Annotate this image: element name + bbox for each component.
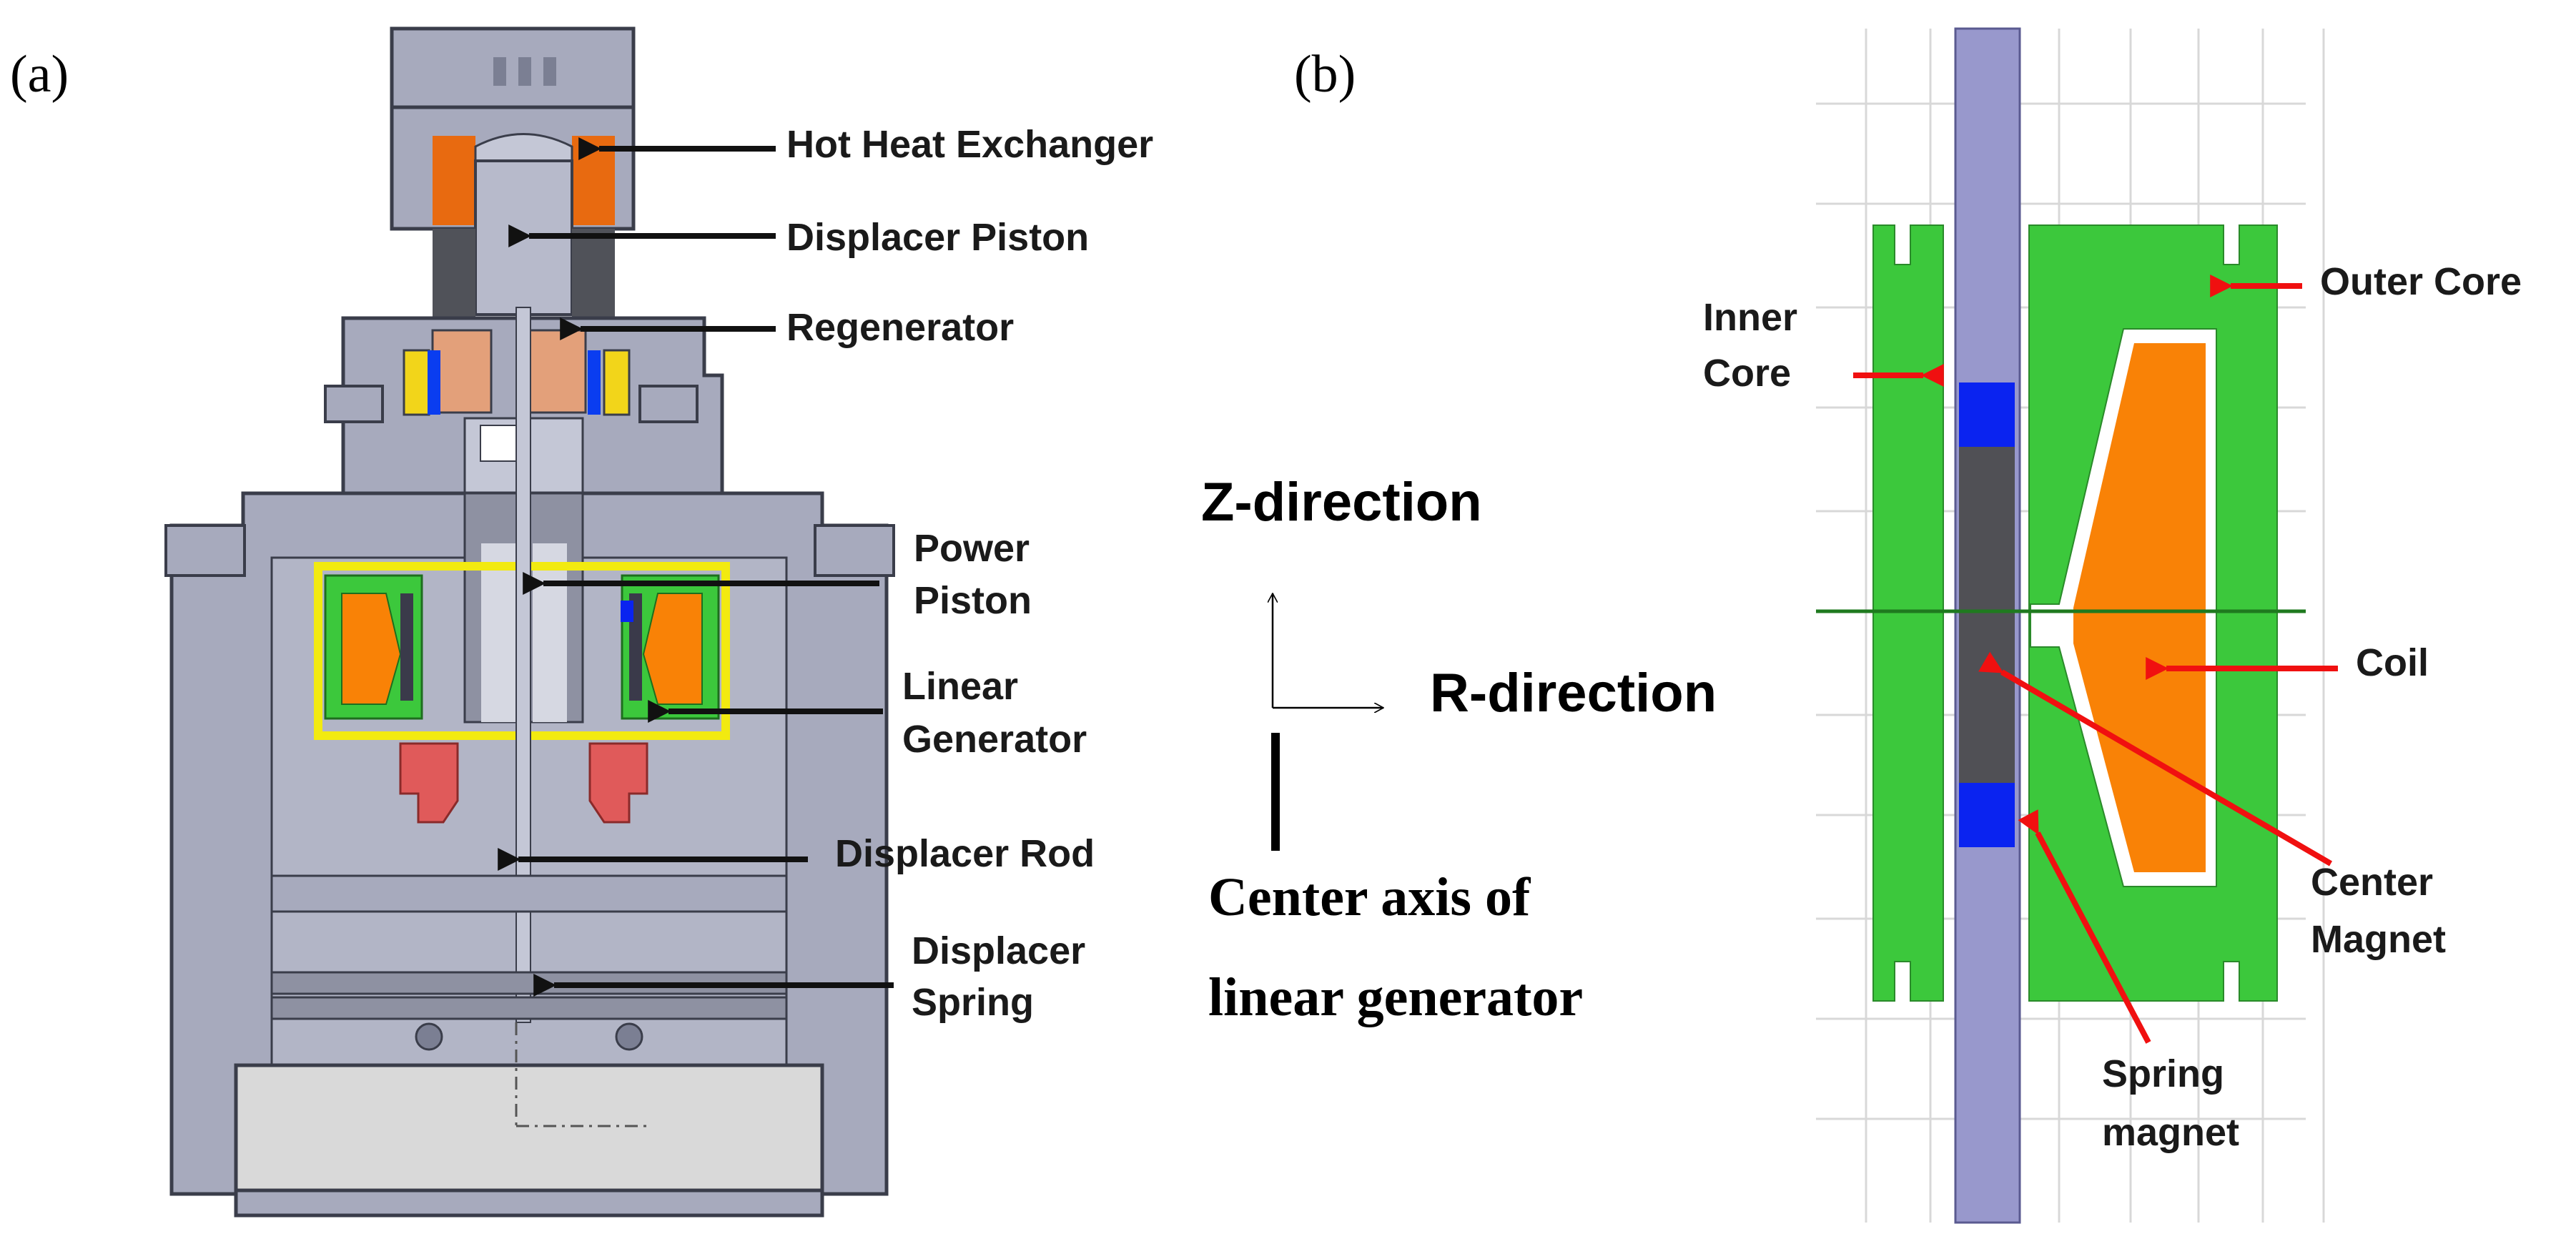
hot-hx-left	[433, 136, 475, 225]
label-center-magnet-line2: Magnet	[2311, 918, 2446, 961]
label-hot-heat-exchanger: Hot Heat Exchanger	[786, 123, 1153, 166]
center-axis-label-line2: linear generator	[1208, 967, 1583, 1027]
spring-magnet-bottom	[1959, 783, 2015, 847]
label-displacer-piston: Displacer Piston	[786, 216, 1089, 259]
label-center-magnet-line1: Center	[2311, 861, 2433, 904]
z-direction-label: Z-direction	[1201, 472, 1482, 533]
label-displacer-spring-line2: Spring	[912, 981, 1034, 1024]
label-outer-core: Outer Core	[2320, 260, 2522, 303]
panel-a-tag: (a)	[10, 45, 69, 104]
label-inner-core-line2: Core	[1703, 352, 1791, 395]
label-coil: Coil	[2356, 641, 2429, 684]
stirling-engine-cross-section	[164, 26, 895, 1218]
center-magnet	[1959, 447, 2015, 783]
label-displacer-spring-line1: Displacer	[912, 929, 1085, 972]
coil	[2073, 343, 2206, 872]
label-inner-core-line1: Inner	[1703, 296, 1797, 339]
label-power-piston-line1: Power	[914, 527, 1030, 570]
label-regenerator: Regenerator	[786, 306, 1014, 349]
spring-magnet-top	[1959, 382, 2015, 447]
panel-b-arrows	[1853, 275, 2338, 1044]
label-power-piston-line2: Piston	[914, 579, 1032, 622]
arrow-center-magnet	[1978, 651, 2333, 867]
displacer-rod	[515, 307, 531, 1023]
linear-generator-cross-section	[1816, 27, 2325, 1224]
label-spring-magnet-line1: Spring	[2102, 1052, 2224, 1095]
direction-indicator	[1273, 593, 1383, 851]
panel-b-tag: (b)	[1294, 45, 1356, 104]
regenerator-left	[433, 229, 475, 329]
label-linear-generator-line1: Linear	[902, 665, 1018, 708]
label-linear-generator-line2: Generator	[902, 718, 1087, 761]
panel-a-arrows	[498, 137, 894, 997]
regenerator-right	[572, 229, 615, 329]
r-direction-label: R-direction	[1430, 663, 1717, 724]
center-axis-label-line1: Center axis of	[1208, 867, 1531, 927]
arrow-spring-magnet	[2018, 809, 2151, 1044]
label-displacer-rod: Displacer Rod	[835, 832, 1095, 875]
label-spring-magnet-line2: magnet	[2102, 1111, 2239, 1154]
